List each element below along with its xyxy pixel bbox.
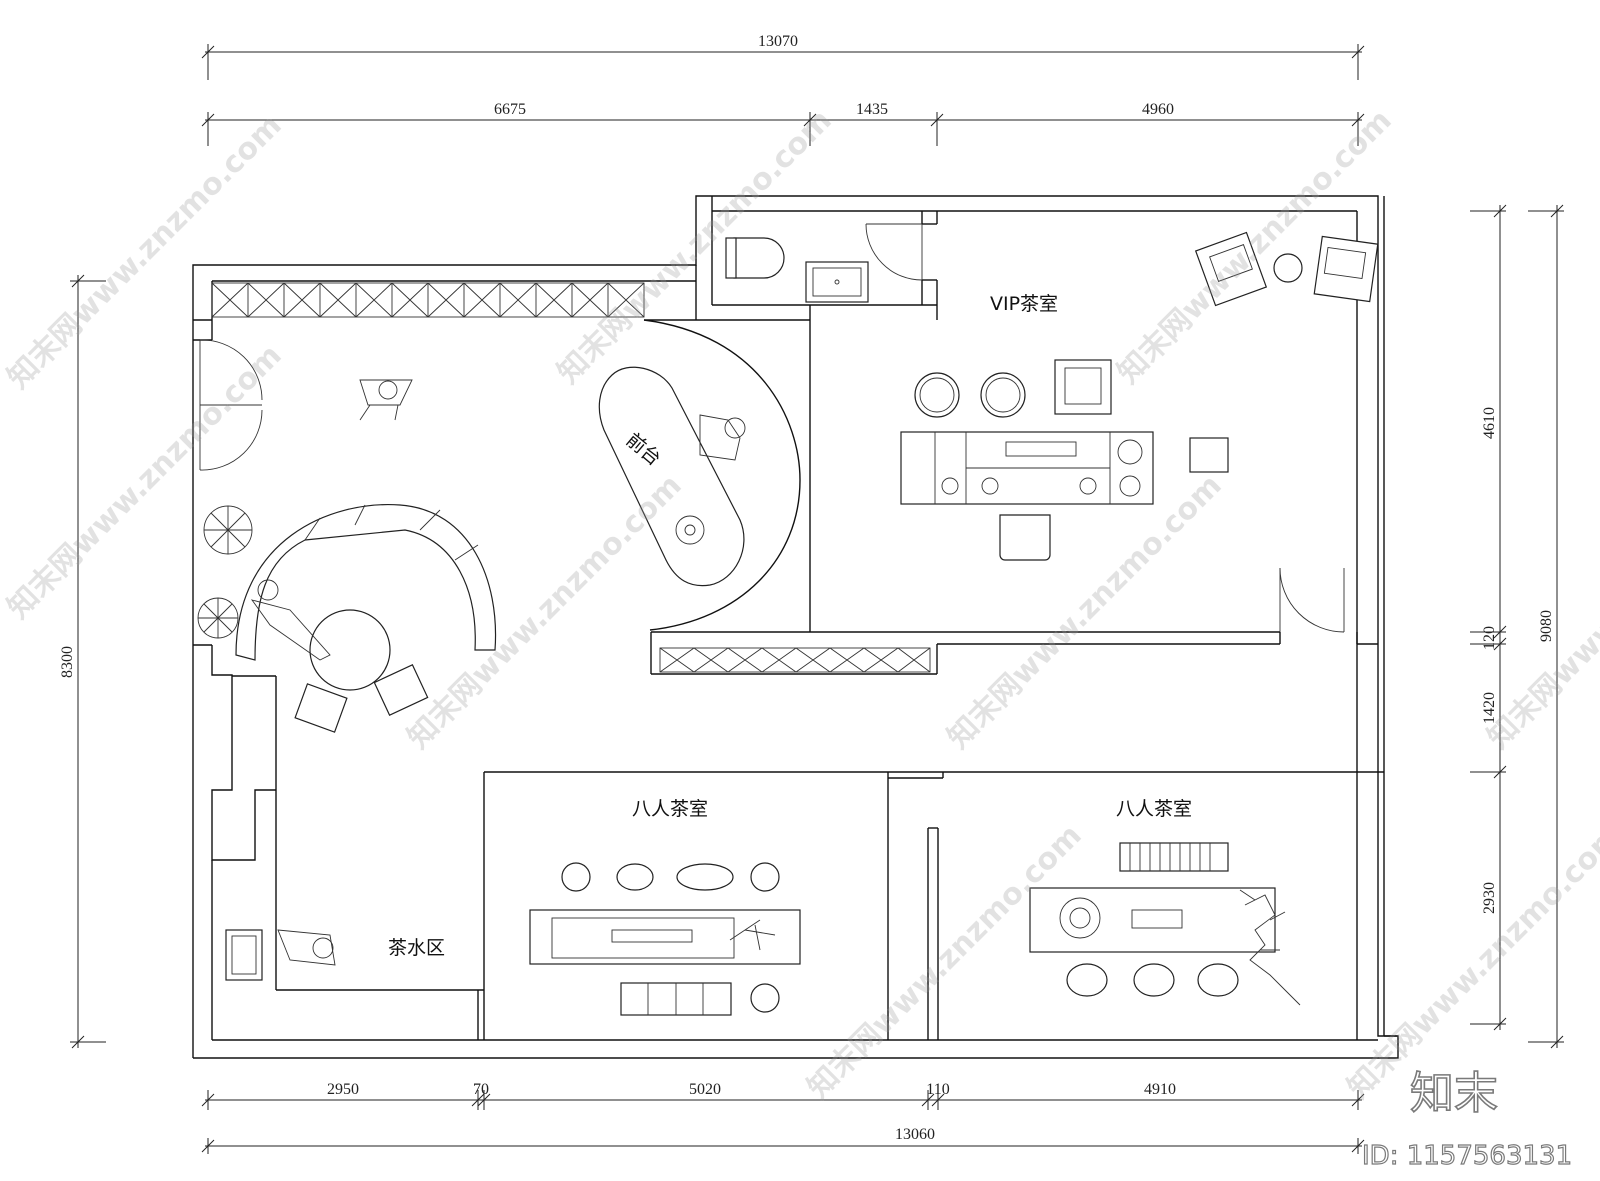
dim-right-3: 1420 [1481,692,1498,724]
vip-room-label: VIP茶室 [990,293,1058,315]
watermark-text: 知末网www.znzmo.com [1,108,289,396]
dim-bottom-2: 70 [473,1081,489,1098]
dim-right-4: 2930 [1481,882,1498,914]
watermark-text: 知末网www.znzmo.com [801,818,1089,1106]
person-icon [699,414,746,461]
tea-water-label: 茶水区 [388,937,445,959]
walls [192,195,1399,1059]
dim-bottom-total: 13060 [895,1126,935,1143]
doors [199,223,1345,633]
watermark-text: 知末网www.znzmo.com [551,103,839,391]
image-id: ID: 1157563131 [1362,1141,1572,1171]
furniture: 前台 [197,231,1379,1016]
person-icon [277,929,336,966]
person-icon [359,379,413,421]
dimension-lines [70,44,1564,1154]
dim-top-1: 6675 [494,101,526,118]
person-icon [250,579,331,661]
eight-room-b-label: 八人茶室 [1116,798,1192,820]
dimension-labels: 13070 6675 1435 4960 2950 70 5020 110 49… [59,33,1555,1143]
watermark-text: 知末网www.znzmo.com [1341,818,1600,1106]
dim-top-3: 4960 [1142,101,1174,118]
dim-right-1: 4610 [1481,407,1498,439]
dim-top-2: 1435 [856,101,888,118]
eight-room-a-label: 八人茶室 [632,798,708,820]
dim-left: 8300 [59,646,76,678]
watermark-text: 知末网www.znzmo.com [941,468,1229,756]
dim-right-total: 9080 [1538,610,1555,642]
brand-logo: 知末 [1410,1068,1498,1119]
dim-bottom-3: 5020 [689,1081,721,1098]
cabinet-cross-top [211,282,645,318]
dim-bottom-4: 110 [926,1081,949,1098]
dim-bottom-5: 4910 [1144,1081,1176,1098]
watermark-text: 知末网www.znzmo.com [1,338,289,626]
cabinet-cross-mid [659,647,931,673]
plant-icon [197,505,253,639]
dim-bottom-1: 2950 [327,1081,359,1098]
dim-right-2: 120 [1481,626,1498,650]
watermark-text: 知末网www.znzmo.com [401,468,689,756]
dim-top-total: 13070 [758,33,798,50]
